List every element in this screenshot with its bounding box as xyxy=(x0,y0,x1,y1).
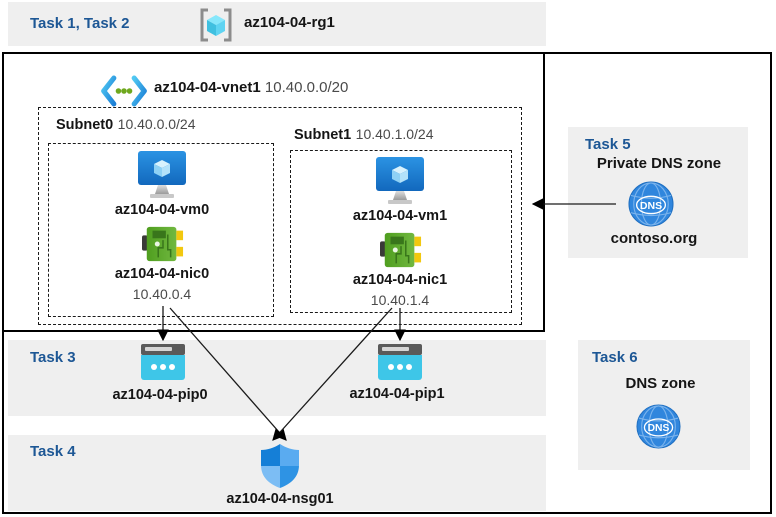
private-dns-zone-icon: DNS xyxy=(628,181,674,227)
task-1-2-label: Task 1, Task 2 xyxy=(30,15,130,32)
task-5-label: Task 5 xyxy=(585,136,631,153)
nic0-name: az104-04-nic0 xyxy=(114,266,210,282)
resource-group-name: az104-04-rg1 xyxy=(244,14,335,31)
subnet1-box xyxy=(290,150,512,313)
subnet0-cidr: 10.40.0.0/24 xyxy=(117,116,196,132)
task-6-label: Task 6 xyxy=(592,349,638,366)
private-dns-zone-name: contoso.org xyxy=(610,230,698,247)
dns-icon-text: DNS xyxy=(648,423,670,434)
vm1-name: az104-04-vm1 xyxy=(352,208,448,224)
dns-zone-title: DNS zone xyxy=(625,375,696,392)
vm1-virtual-machine-icon xyxy=(376,157,424,204)
vm0-name: az104-04-vm0 xyxy=(114,202,210,218)
nic0-ip-address: 10.40.0.4 xyxy=(132,286,192,302)
task-6-box: Task 6 xyxy=(578,340,750,470)
vnet-name: az104-04-vnet1 xyxy=(154,79,261,96)
private-dns-zone-title: Private DNS zone xyxy=(596,155,722,172)
pip0-public-ip-icon xyxy=(141,344,185,380)
task-1-2-band: Task 1, Task 2 xyxy=(8,2,546,46)
task-3-label: Task 3 xyxy=(30,349,76,366)
nsg-shield-icon xyxy=(261,444,299,488)
pip1-public-ip-icon xyxy=(378,344,422,380)
nic1-name: az104-04-nic1 xyxy=(352,272,448,288)
task-3-band: Task 3 xyxy=(8,340,546,416)
resource-group-icon xyxy=(200,8,232,42)
pip0-name: az104-04-pip0 xyxy=(112,387,208,403)
subnet1-title: Subnet1 10.40.1.0/24 xyxy=(294,126,434,144)
dns-icon-text: DNS xyxy=(640,200,662,212)
dns-zone-icon: DNS xyxy=(636,404,681,449)
subnet0-name: Subnet0 xyxy=(56,117,114,133)
vnet-cidr: 10.40.0.0/20 xyxy=(264,79,349,96)
vm0-virtual-machine-icon xyxy=(138,151,186,198)
nsg-name: az104-04-nsg01 xyxy=(226,491,334,507)
subnet1-name: Subnet1 xyxy=(294,127,352,143)
nic1-ip-address: 10.40.1.4 xyxy=(370,292,430,308)
subnet1-cidr: 10.40.1.0/24 xyxy=(355,126,434,142)
task-4-label: Task 4 xyxy=(30,443,76,460)
pip1-name: az104-04-pip1 xyxy=(349,386,445,402)
subnet0-title: Subnet0 10.40.0.0/24 xyxy=(56,116,196,134)
vnet-title: az104-04-vnet1 10.40.0.0/20 xyxy=(154,79,348,96)
nic0-network-interface-icon xyxy=(142,226,184,262)
subnet0-box xyxy=(48,143,274,317)
nic1-network-interface-icon xyxy=(380,232,422,268)
virtual-network-icon xyxy=(101,75,147,107)
